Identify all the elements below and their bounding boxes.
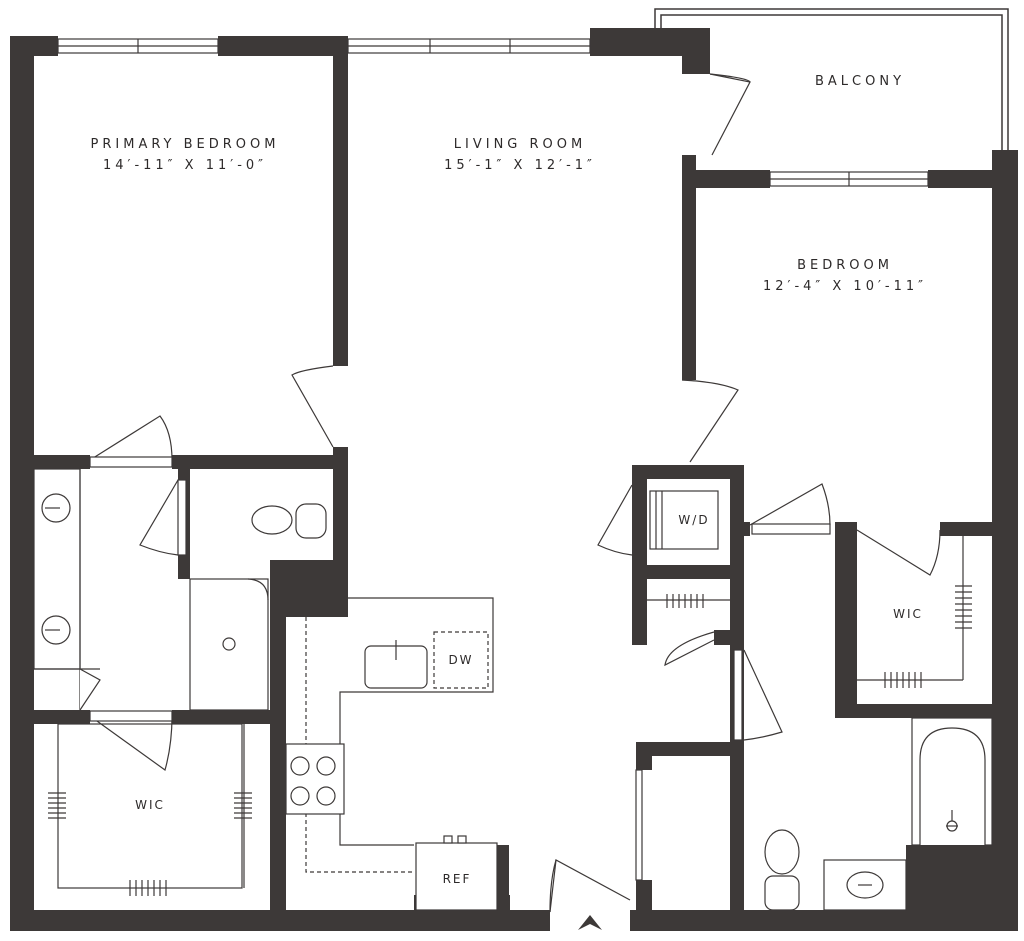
primary-bedroom-name: PRIMARY BEDROOM	[90, 137, 280, 152]
living-room-name: LIVING ROOM	[453, 137, 587, 152]
door-leaves	[89, 456, 831, 881]
wic-right-label: WIC	[893, 607, 923, 621]
primary-bath-fixtures	[33, 468, 327, 711]
laundry-closet	[647, 490, 730, 608]
doors	[89, 73, 941, 913]
primary-bedroom-dims: 14′-11″ X 11′-0″	[102, 158, 268, 173]
kitchen	[285, 597, 498, 911]
wic-left-label: WIC	[135, 798, 165, 812]
bedroom-dims: 12′-4″ X 10′-11″	[762, 279, 928, 294]
entry-arrow-icon	[578, 915, 602, 930]
wic-left-shelving	[48, 723, 252, 896]
bedroom-name: BEDROOM	[797, 258, 893, 273]
dishwasher-label: DW	[448, 653, 474, 667]
bath-right-fixtures	[764, 717, 993, 911]
washer-dryer-label: W/D	[678, 513, 710, 527]
wic-right-shelving	[857, 536, 972, 688]
windows	[57, 38, 929, 187]
refrigerator-label: REF	[442, 872, 472, 886]
balcony-railing	[654, 8, 1009, 150]
balcony-name: BALCONY	[814, 74, 906, 89]
living-room-dims: 15′-1″ X 12′-1″	[444, 158, 596, 173]
